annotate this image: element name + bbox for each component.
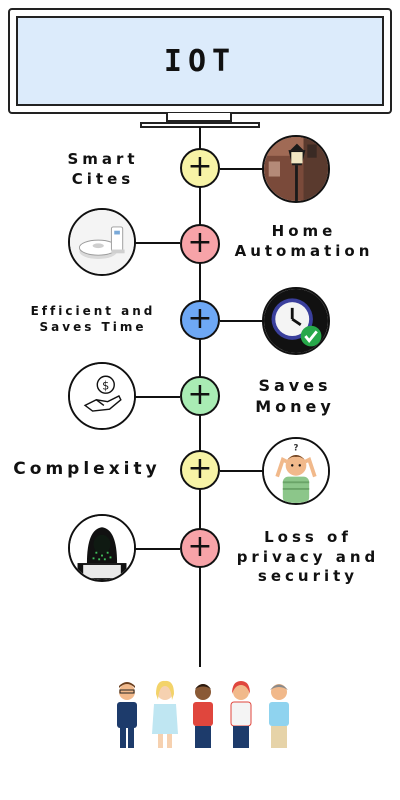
label-efficient: Efficient and Saves Time [10, 304, 176, 335]
connector-smart-cities [220, 168, 264, 170]
clock-check-icon [262, 287, 330, 355]
connector-saves-money [134, 396, 180, 398]
label-line: Automation [234, 241, 374, 260]
svg-text:$: $ [102, 379, 109, 392]
monitor-screen: IOT [16, 16, 384, 106]
monitor-neck [166, 113, 232, 122]
connector-privacy [134, 548, 180, 550]
label-complexity: Complexity [2, 458, 172, 480]
node-privacy: + [180, 528, 220, 568]
iot-monitor: IOT [8, 8, 392, 114]
connector-complexity [220, 470, 264, 472]
svg-text:?: ? [294, 442, 299, 452]
robot-vacuum-icon [68, 208, 136, 276]
plus-icon: + [187, 528, 213, 564]
plus-icon: + [187, 376, 213, 412]
hacker-icon [68, 514, 136, 582]
label-smart-cities: Smart Cites [58, 150, 148, 189]
label-line: Saves [258, 376, 332, 395]
confused-person-icon: ? [262, 437, 330, 505]
node-efficient: + [180, 300, 220, 340]
label-line: Saves Time [39, 319, 147, 334]
plus-icon: + [187, 224, 213, 260]
label-line: Smart [67, 150, 139, 168]
label-line: Money [255, 396, 335, 416]
plus-icon: + [187, 148, 213, 184]
label-privacy: Loss of privacy and security [226, 528, 390, 587]
label-line: Cites [71, 169, 135, 188]
label-saves-money: Saves Money [250, 376, 340, 418]
label-line: security [257, 567, 359, 585]
street-lamp-icon [262, 135, 330, 203]
plus-icon: + [187, 300, 213, 336]
node-home-automation: + [180, 224, 220, 264]
node-saves-money: + [180, 376, 220, 416]
label-line: privacy and [236, 547, 380, 566]
label-line: Efficient and [30, 304, 156, 318]
node-smart-cities: + [180, 148, 220, 188]
connector-home-automation [134, 242, 180, 244]
label-line: Loss of [264, 528, 352, 546]
diagram-title: IOT [163, 43, 237, 79]
plus-icon: + [187, 450, 213, 486]
money-hand-icon: $ [68, 362, 136, 430]
node-complexity: + [180, 450, 220, 490]
label-line: Complexity [13, 459, 161, 479]
people-group-icon [110, 676, 300, 754]
connector-efficient [220, 320, 264, 322]
label-home-automation: Home Automation [222, 222, 386, 261]
label-line: Home [271, 222, 337, 240]
